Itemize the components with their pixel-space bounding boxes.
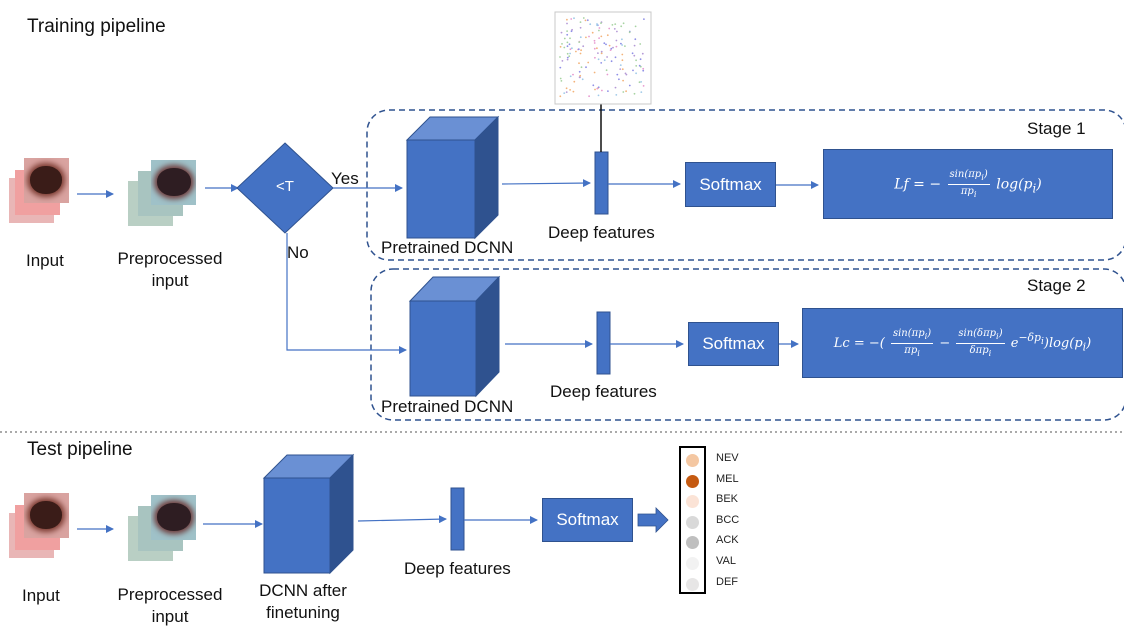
class-dot-nev	[686, 454, 699, 467]
class-dot-def	[686, 577, 699, 591]
stage1-loss-box: Lf = − sin(πpi)πpi log(pi)	[823, 149, 1113, 219]
stage1-dcnn-cube	[405, 115, 500, 240]
class-label-def: DEF	[716, 575, 738, 588]
test-dcnn-cube	[262, 453, 355, 575]
decision-label: <T	[276, 178, 294, 195]
stage2-loss-formula: Lc = −( sin(πpi)πpi − sin(δπpi)δπpi e−δp…	[833, 327, 1092, 358]
stage2-softmax-box: Softmax	[688, 322, 779, 366]
class-label-ack: ACK	[716, 534, 739, 547]
training-pipeline-title: Training pipeline	[27, 16, 166, 37]
stage1-frame	[366, 109, 1124, 261]
class-label-mel: MEL	[716, 472, 739, 485]
decision-diamond	[236, 142, 334, 234]
test-features-label: Deep features	[404, 559, 511, 578]
stage1-dcnn-label: Pretrained DCNN	[381, 238, 514, 257]
stage1-softmax-box: Softmax	[685, 162, 776, 207]
stage2-dcnn-label: Pretrained DCNN	[381, 397, 514, 416]
stage2-dcnn-cube	[408, 275, 501, 398]
stage1-label: Stage 1	[1027, 119, 1086, 138]
arrow-test-dcnn-to-features	[357, 515, 447, 524]
yes-label: Yes	[331, 169, 359, 188]
tsne-plot-image	[554, 11, 652, 105]
stage2-feature-bar	[596, 311, 611, 375]
arrow-softmax-to-classes	[637, 507, 669, 533]
arrow-s1-cube-to-features	[501, 179, 591, 188]
class-dot-bek	[686, 495, 699, 509]
class-dot-mel	[686, 474, 699, 488]
test-softmax-box: Softmax	[542, 498, 633, 542]
class-label-nev: NEV	[716, 452, 739, 464]
test-feature-bar	[450, 487, 465, 551]
no-label: No	[287, 243, 309, 262]
class-label-bcc: BCC	[716, 513, 740, 526]
training-input-label: Input	[26, 251, 64, 270]
class-label-bek: BEK	[716, 493, 739, 506]
test-dcnn-label: DCNN after finetuning	[259, 581, 347, 622]
class-label-val: VAL	[716, 555, 736, 567]
stage1-features-label: Deep features	[548, 223, 655, 242]
class-dot-ack	[686, 536, 699, 550]
test-input-label: Input	[22, 586, 60, 605]
training-preprocessed-label: Preprocessed input	[117, 249, 223, 290]
stage2-features-label: Deep features	[550, 382, 657, 401]
arrow-no	[286, 233, 407, 354]
class-dot-bcc	[686, 515, 699, 529]
stage2-frame	[370, 268, 1124, 421]
stage2-label: Stage 2	[1027, 276, 1086, 295]
class-output-legend	[679, 446, 706, 594]
test-pipeline-title: Test pipeline	[27, 439, 133, 460]
stage1-feature-bar	[594, 151, 609, 215]
stage2-loss-box: Lc = −( sin(πpi)πpi − sin(δπpi)δπpi e−δp…	[802, 308, 1123, 378]
class-dot-val	[686, 557, 699, 570]
stage1-loss-formula: Lf = − sin(πpi)πpi log(pi)	[894, 168, 1042, 199]
test-preprocessed-label: Preprocessed input	[117, 585, 223, 626]
